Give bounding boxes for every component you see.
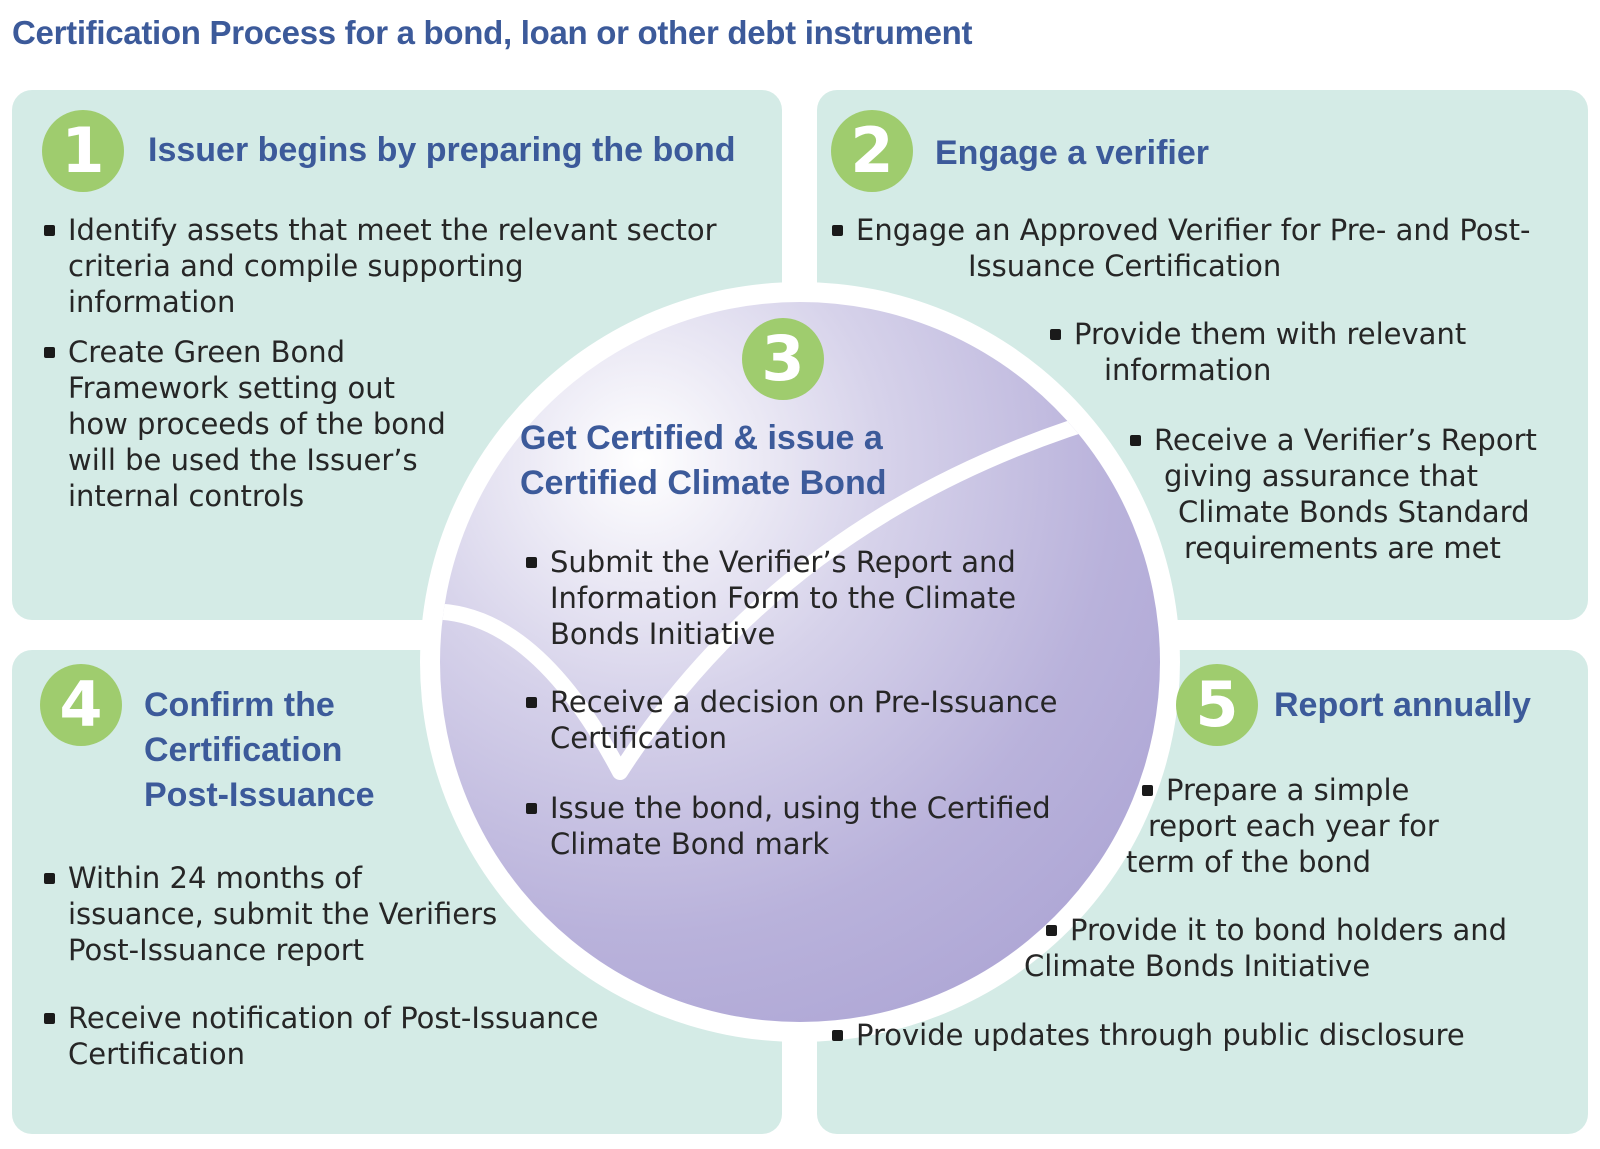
step-1-item-1: Identify assets that meet the relevant s… — [44, 212, 717, 320]
step-3-item-3: Issue the bond, using the Certified Clim… — [526, 790, 1051, 862]
step-5-item-2: Provide it to bond holders and Climate B… — [1024, 913, 1508, 983]
diagram-title: Certification Process for a bond, loan o… — [12, 14, 973, 51]
step-2-heading: Engage a verifier — [935, 134, 1210, 172]
bullet-icon — [526, 557, 537, 568]
step-1-number-badge: 1 — [42, 110, 124, 192]
step-4-number-badge: 4 — [40, 664, 122, 746]
bullet-icon — [1142, 785, 1153, 796]
checkmark-icon — [440, 394, 1160, 780]
bullet-icon — [832, 1030, 843, 1041]
bullet-icon — [526, 697, 537, 708]
step-5-item-3: Provide updates through public disclosur… — [832, 1017, 1465, 1053]
bullet-icon — [526, 803, 537, 814]
step-2-number-badge: 2 — [831, 110, 913, 192]
step-4-heading: Confirm the Certification Post-Issuance — [144, 686, 375, 814]
bullet-icon — [832, 225, 843, 236]
step-3-number-badge: 3 — [742, 318, 824, 400]
bullet-icon — [44, 225, 55, 236]
step-5-item-1: Prepare a simple report each year for te… — [1126, 773, 1439, 879]
step-1-item-2: Create Green Bond Framework setting out … — [44, 334, 446, 514]
bullet-icon — [44, 1013, 55, 1024]
bullet-icon — [1046, 925, 1057, 936]
bullet-icon — [44, 347, 55, 358]
step-3-item-2: Receive a decision on Pre-Issuance Certi… — [526, 684, 1058, 756]
bullet-icon — [1050, 329, 1061, 340]
bullet-icon — [1130, 435, 1141, 446]
step-5-heading: Report annually — [1274, 686, 1531, 724]
step-2-item-1: Engage an Approved Verifier for Pre- and… — [832, 212, 1531, 284]
step-2-item-2: Provide them with relevant information — [1050, 316, 1466, 388]
bullet-icon — [44, 873, 55, 884]
step-4-item-2: Receive notification of Post-Issuance Ce… — [44, 1000, 598, 1072]
step-3-circle — [440, 302, 1160, 1022]
step-1-heading: Issuer begins by preparing the bond — [148, 131, 736, 169]
step-5-number-badge: 5 — [1176, 664, 1258, 746]
step-3-item-1: Submit the Verifier’s Report and Informa… — [526, 544, 1016, 652]
step-4-item-1: Within 24 months of issuance, submit the… — [44, 860, 497, 968]
step-2-item-3: Receive a Verifier’s Report giving assur… — [1130, 422, 1537, 566]
step-3-heading: Get Certified & issue a Certified Climat… — [520, 419, 887, 502]
